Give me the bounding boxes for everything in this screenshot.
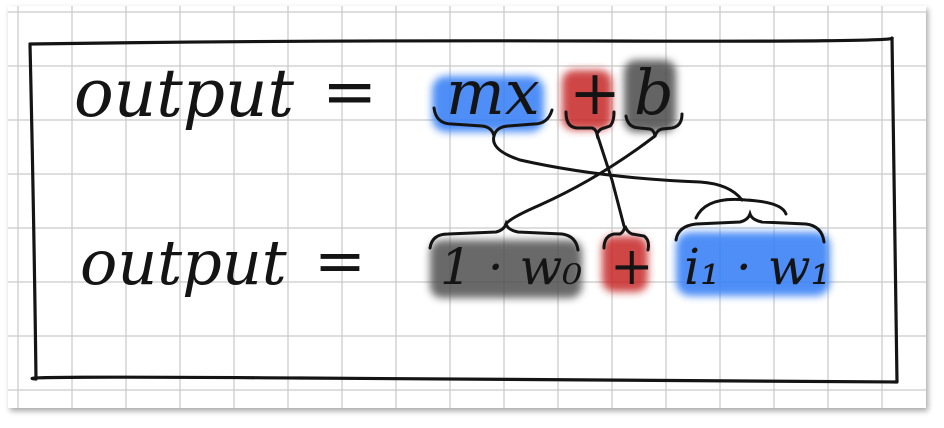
line2-equals: = — [314, 224, 366, 297]
highlight-b — [624, 60, 676, 132]
highlight-plus-1 — [562, 70, 612, 130]
highlight-i1w1 — [676, 232, 830, 296]
line2-term-i1w1: i₁ · w₁ — [684, 238, 831, 296]
mapping-lines — [492, 132, 744, 228]
line1-lhs: output — [74, 55, 295, 132]
frame-border — [28, 36, 899, 384]
paper — [8, 6, 926, 408]
highlight-mx — [432, 76, 544, 132]
highlight-plus-2 — [602, 236, 648, 292]
line2-term-plus: + — [610, 237, 654, 297]
line2-lhs: output — [80, 226, 287, 299]
line1-term-mx: mx — [446, 56, 540, 129]
line1-term-plus: + — [569, 56, 621, 129]
grid-lines — [8, 6, 926, 408]
line1-term-b: b — [634, 56, 674, 129]
line2-term-1w0: 1 · w₀ — [440, 238, 582, 296]
line1-equals: = — [322, 53, 377, 130]
highlight-1w0 — [430, 240, 582, 298]
